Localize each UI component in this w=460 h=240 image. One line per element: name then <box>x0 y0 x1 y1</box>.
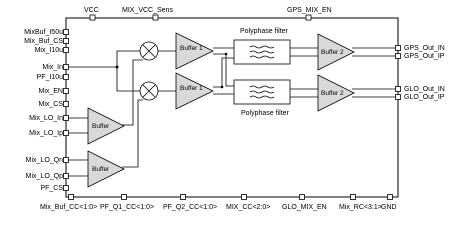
buffer1-bottom-amplifier <box>175 72 214 110</box>
pin-mix-rc <box>350 194 356 200</box>
pin-label-mix-lo-ip: Mix_LO_Ip <box>29 130 63 137</box>
pin-label-pf-cs: PF_CS <box>40 185 63 192</box>
lo-buffer-q-amplifier <box>87 150 125 188</box>
pin-label-mix-rc: Mix_RC<3:1> <box>339 204 382 211</box>
pin-label-gps-out-in: GPS_Out_IN <box>404 45 445 52</box>
pin-mix-lo-ip <box>63 130 69 136</box>
pin-label-mix-en: Mix_EN <box>38 88 63 95</box>
mixer-block-diagram: VCC MIX_VCC_Sens GPS_MIX_EN MixBuf_I50u … <box>24 7 445 211</box>
polyphase-filter-top <box>233 39 291 65</box>
pin-pf-cs <box>63 185 69 191</box>
buffer2-bottom-label: Buffer 2 <box>321 90 344 97</box>
buffer2-top-label: Buffer 2 <box>321 49 344 56</box>
pin-mix-in <box>63 64 69 70</box>
pin-gps-out-in <box>395 45 401 51</box>
pin-mix-i10u <box>63 47 69 53</box>
left-pin-group: MixBuf_I50u Mix_Buf_CS Mix_I10u Mix_In P… <box>24 29 69 192</box>
mixer-top <box>139 41 159 61</box>
pin-label-glo-out-in: GLO_Out_IN <box>404 86 445 93</box>
polyphase-filter-bottom <box>233 79 291 105</box>
pin-label-mix-i10u: Mix_I10u <box>35 47 64 54</box>
pin-gps-mix-en <box>305 14 312 21</box>
pin-mix-vcc-sens <box>152 14 159 21</box>
buffer2-top-amplifier <box>317 33 355 71</box>
pin-label-mix-in: Mix_In <box>42 64 63 71</box>
right-pin-group: GPS_Out_IN GPS_Out_IP GLO_Out_IN GLO_Out… <box>395 45 445 101</box>
pin-label-gps-mix-en: GPS_MIX_EN <box>287 7 332 14</box>
pin-label-pf-q1-cc: PF_Q1_CC<1:0> <box>100 204 154 211</box>
pin-label-pf-q2-cc: PF_Q2_CC<1:0> <box>163 204 217 211</box>
pin-glo-out-in <box>395 86 401 92</box>
pin-label-mix-cs: Mix_CS <box>38 101 63 108</box>
polyphase-filter-top-label: Polyphase filter <box>240 28 289 35</box>
pin-mix-en <box>63 88 69 94</box>
buffer1-top-amplifier <box>175 32 214 70</box>
chip-boundary <box>65 17 399 198</box>
pin-label-mix-buf-cs: Mix_Buf_CS <box>24 38 63 45</box>
pin-mix-lo-qn <box>63 157 69 163</box>
pin-gps-out-ip <box>395 53 401 59</box>
pin-label-mix-lo-qn: Mix_LO_Qn <box>26 157 63 164</box>
pin-label-mix-cc: MIX_CC<2:0> <box>226 204 270 211</box>
lo-buffer-i-label: Buffer <box>92 123 110 130</box>
pin-mix-cc <box>241 194 247 200</box>
pin-mix-buf-cs <box>63 38 69 44</box>
pin-label-glo-mix-en: GLO_MIX_EN <box>282 204 327 211</box>
buffer1-bottom-label: Buffer 1 <box>180 85 203 92</box>
pin-label-pf-i10u: PF_I10u <box>37 74 64 81</box>
buffer2-bottom-amplifier <box>317 74 355 112</box>
pin-label-vcc: VCC <box>84 7 99 14</box>
pin-label-mixbuf-i50u: MixBuf_I50u <box>24 29 63 36</box>
lo-buffer-i-amplifier <box>87 107 125 145</box>
pin-label-mix-vcc-sens: MIX_VCC_Sens <box>122 7 173 14</box>
pin-mix-cs <box>63 101 69 107</box>
pin-label-gnd: GND <box>381 204 397 211</box>
pin-label-mix-lo-qp: Mix_LO_Qp <box>26 173 63 180</box>
signal-wires <box>68 47 396 177</box>
lo-buffer-q-label: Buffer <box>92 166 110 173</box>
pin-label-gps-out-ip: GPS_Out_IP <box>404 53 445 60</box>
pin-mix-lo-in <box>63 115 69 121</box>
pin-pf-q1-cc <box>121 194 127 200</box>
mixer-bottom <box>139 81 159 101</box>
buffer1-top-label: Buffer 1 <box>180 45 203 52</box>
pin-glo-mix-en <box>299 194 305 200</box>
polyphase-filter-bottom-label: Polyphase filter <box>241 110 290 117</box>
pin-mix-lo-qp <box>63 173 69 179</box>
pin-pf-i10u <box>63 74 69 80</box>
pin-pf-q2-cc <box>180 194 186 200</box>
pin-gnd <box>387 194 393 200</box>
pin-vcc <box>89 14 96 21</box>
pin-mixbuf-i50u <box>63 29 69 35</box>
pin-glo-out-ip <box>395 94 401 100</box>
pin-label-mix-lo-in: Mix_LO_In <box>29 115 63 122</box>
pin-label-mix-buf-cc: Mix_Buf_CC<1:0> <box>40 204 97 211</box>
bottom-pin-group: Mix_Buf_CC<1:0> PF_Q1_CC<1:0> PF_Q2_CC<1… <box>40 194 397 211</box>
pin-label-glo-out-ip: GLO_Out_IP <box>404 94 445 101</box>
pin-mix-buf-cc <box>68 194 74 200</box>
